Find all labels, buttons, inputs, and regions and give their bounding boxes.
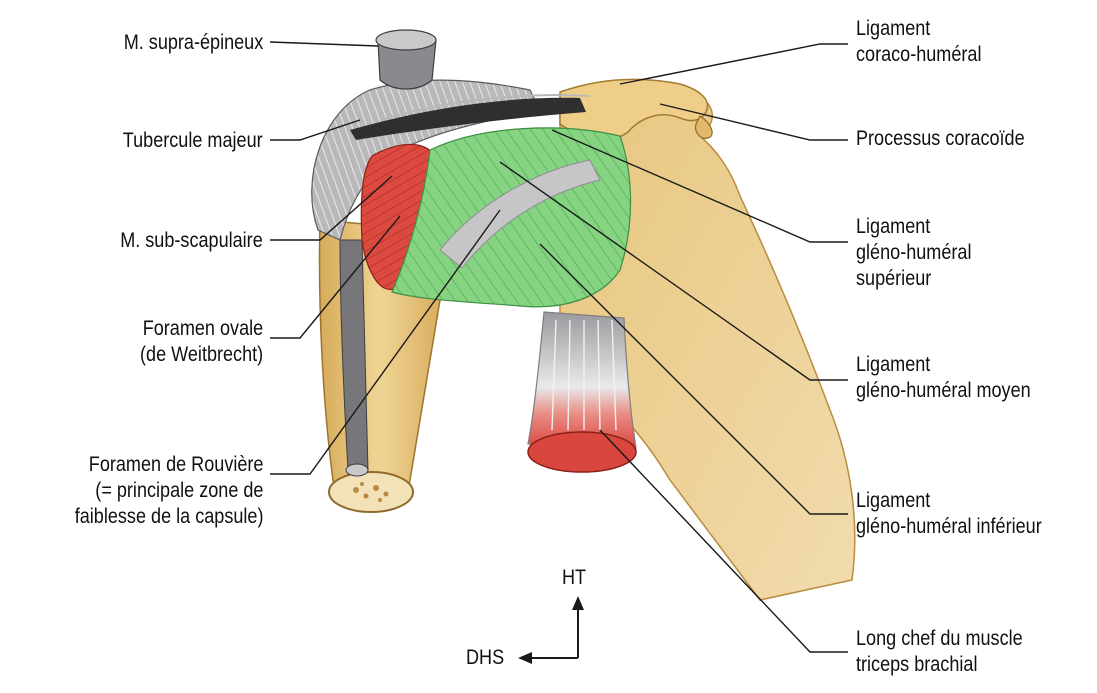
arrow-left-icon [518, 652, 532, 664]
orientation-arrows [518, 596, 584, 664]
label-ligament-gh-superieur: Ligament gléno-huméral supérieur [856, 214, 971, 292]
label-ligament-gh-inferieur: Ligament gléno-huméral inférieur [856, 488, 1042, 540]
label-foramen-rouviere: Foramen de Rouvière (= principale zone d… [74, 452, 263, 530]
label-sub-scapulaire: M. sub-scapulaire [120, 228, 263, 254]
label-ligament-coraco-humeral: Ligament coraco-huméral [856, 16, 981, 68]
label-supra-epineux: M. supra-épineux [123, 30, 263, 56]
arrow-up-icon [572, 596, 584, 610]
humerus-cut-section [329, 472, 413, 512]
label-ligament-gh-moyen: Ligament gléno-huméral moyen [856, 352, 1031, 404]
label-long-chef-triceps: Long chef du muscle triceps brachial [856, 626, 1023, 678]
triceps-long-head [528, 312, 636, 448]
label-tubercule-majeur: Tubercule majeur [123, 128, 263, 154]
label-foramen-ovale: Foramen ovale (de Weitbrecht) [140, 316, 263, 368]
orientation-left-label: DHS [466, 646, 504, 670]
orientation-up-label: HT [562, 566, 586, 590]
label-processus-coracoide: Processus coracoïde [856, 126, 1025, 152]
